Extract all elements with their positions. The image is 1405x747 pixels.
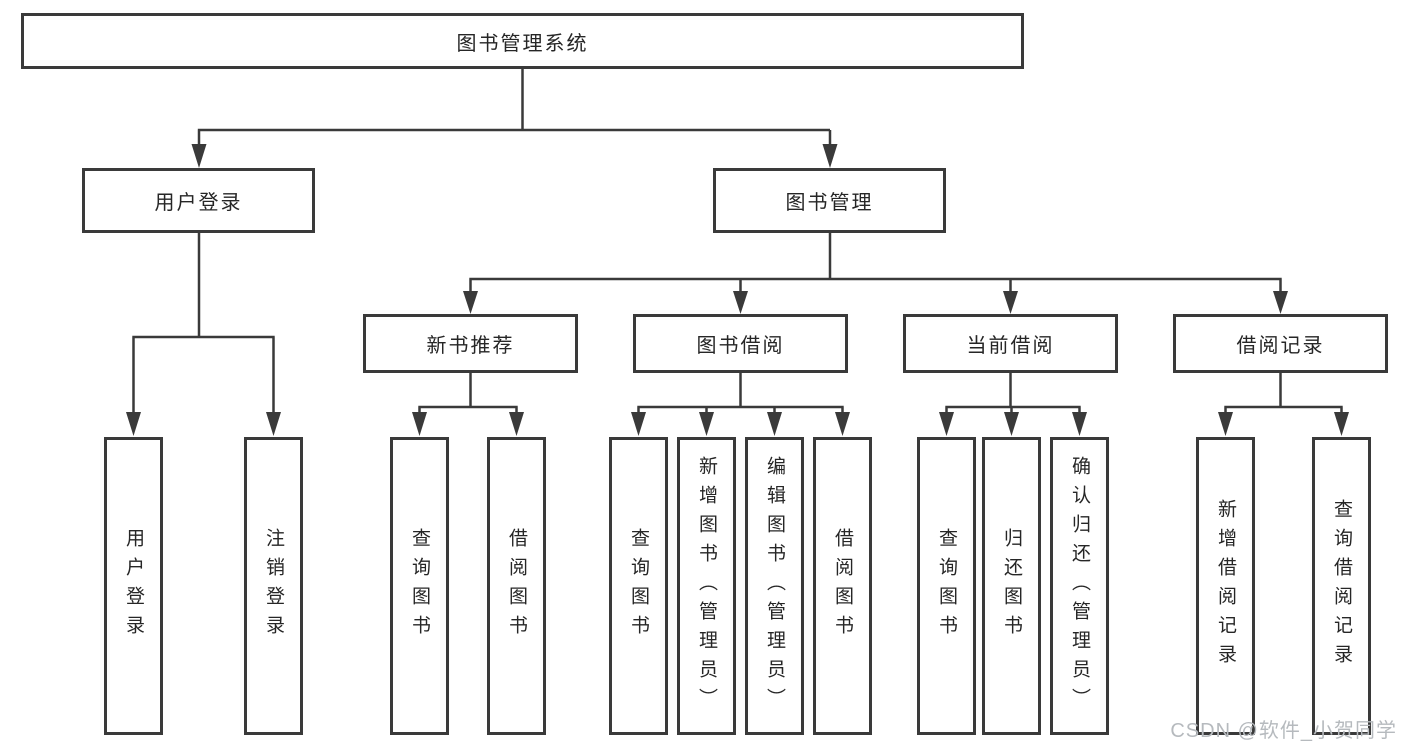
node-label: 查询图书 — [936, 528, 957, 644]
node-book-management: 图书管理 — [713, 168, 946, 233]
watermark: CSDN @软件_小贺同学 — [1170, 720, 1397, 742]
node-label: 用户登录 — [123, 528, 144, 644]
node-label: 图书管理系统 — [456, 32, 589, 55]
leaf-user-login: 用户登录 — [104, 437, 163, 735]
leaf-query-borrow-record: 查询借阅记录 — [1312, 437, 1371, 735]
node-current-borrowing: 当前借阅 — [903, 314, 1118, 373]
leaf-query-books: 查询图书 — [609, 437, 668, 735]
node-label: 查询借阅记录 — [1331, 499, 1352, 673]
node-label: 图书借阅 — [696, 335, 785, 357]
leaf-add-borrow-record: 新增借阅记录 — [1196, 437, 1255, 735]
node-label: 新增图书（管理员） — [696, 455, 717, 717]
leaf-add-book-admin: 新增图书（管理员） — [677, 437, 736, 735]
leaf-query-books: 查询图书 — [917, 437, 976, 735]
arrowheads — [126, 144, 1349, 436]
node-label: 查询图书 — [409, 528, 430, 644]
node-label: 归还图书 — [1001, 528, 1022, 644]
node-user-login: 用户登录 — [82, 168, 315, 233]
leaf-borrow-books: 借阅图书 — [813, 437, 872, 735]
node-label: 新书推荐 — [426, 335, 515, 357]
node-label: 图书管理 — [785, 192, 874, 214]
node-new-book-recommendation: 新书推荐 — [363, 314, 578, 373]
node-label: 借阅图书 — [506, 528, 527, 644]
node-label: 当前借阅 — [966, 335, 1055, 357]
node-label: 用户登录 — [154, 192, 243, 214]
leaf-return-books: 归还图书 — [982, 437, 1041, 735]
node-book-borrowing: 图书借阅 — [633, 314, 848, 373]
node-label: 注销登录 — [263, 528, 284, 644]
node-label: 查询图书 — [628, 528, 649, 644]
node-label: 借阅图书 — [832, 528, 853, 644]
node-label: 新增借阅记录 — [1215, 499, 1236, 673]
leaf-query-books: 查询图书 — [390, 437, 449, 735]
node-label: 编辑图书（管理员） — [764, 455, 785, 717]
leaf-logout: 注销登录 — [244, 437, 303, 735]
leaf-edit-book-admin: 编辑图书（管理员） — [745, 437, 804, 735]
leaf-borrow-books: 借阅图书 — [487, 437, 546, 735]
node-borrowing-records: 借阅记录 — [1173, 314, 1388, 373]
node-label: 确认归还（管理员） — [1069, 455, 1090, 717]
node-label: 借阅记录 — [1236, 335, 1325, 357]
leaf-confirm-return-admin: 确认归还（管理员） — [1050, 437, 1109, 735]
node-library-management-system: 图书管理系统 — [21, 13, 1024, 69]
